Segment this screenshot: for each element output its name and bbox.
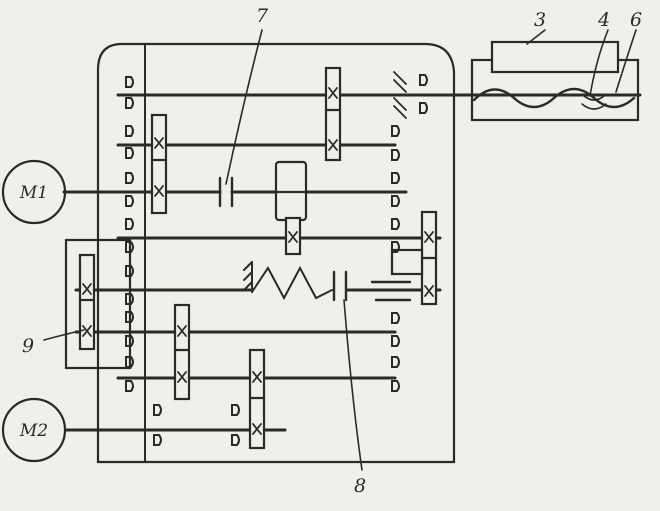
bearing-symbol: [125, 147, 134, 159]
bearings: [125, 74, 428, 446]
gearbox-housing: [96, 42, 456, 464]
bearing-symbol: [125, 172, 134, 184]
bearing-symbol: [391, 241, 400, 253]
callout-7: 7: [256, 5, 269, 27]
bearing-symbol: [125, 293, 134, 305]
leader-lines: [43, 29, 637, 471]
bearing-symbol: [125, 241, 134, 253]
bearing-symbol: [391, 312, 400, 324]
motor-m2: [1, 397, 67, 463]
bearing-symbol: [153, 404, 162, 416]
bearing-symbol: [391, 380, 400, 392]
bearing-symbol: [125, 125, 134, 137]
callout-3: 3: [534, 9, 546, 31]
callout-8: 8: [354, 475, 366, 497]
bearing-symbol: [231, 434, 240, 446]
cam-unit: [470, 40, 640, 122]
gear-block-2: [150, 113, 168, 215]
callout-9: 9: [22, 335, 34, 357]
bearing-symbol: [125, 311, 134, 323]
gear-marks: [82, 87, 434, 435]
bearing-symbol: [125, 76, 134, 88]
bearing-symbol: [125, 195, 134, 207]
bearing-symbol: [391, 356, 400, 368]
bearing-symbol: [125, 265, 134, 277]
bearing-symbol: [125, 356, 134, 368]
bearing-symbol: [391, 335, 400, 347]
bearing-symbol: [391, 149, 400, 161]
gear-block-1: [324, 66, 342, 162]
bearing-symbol: [125, 218, 134, 230]
bearing-symbol: [391, 218, 400, 230]
callout-4: 4: [597, 9, 610, 31]
gear-block-4: [173, 303, 191, 401]
bearing-symbol: [419, 74, 428, 86]
bearing-symbol: [125, 335, 134, 347]
shafts: [62, 93, 642, 432]
bearing-symbol: [419, 102, 428, 114]
bearing-symbol: [153, 434, 162, 446]
motor-m1: [1, 159, 67, 225]
clutch-8: [332, 270, 348, 302]
gear-block-3: [390, 210, 438, 306]
bearing-symbol: [391, 172, 400, 184]
bearing-symbol: [125, 97, 134, 109]
bearing-symbol: [391, 125, 400, 137]
callout-6: 6: [630, 9, 642, 31]
bearing-symbol: [231, 404, 240, 416]
spring: [243, 261, 333, 301]
motor-m2-label: M2: [19, 421, 48, 441]
shift-fork: [370, 280, 412, 302]
gear-block-5: [248, 348, 266, 450]
bearing-symbol: [391, 195, 400, 207]
worm-thread: [393, 71, 407, 119]
clutch-7: [218, 176, 234, 208]
bearing-symbol: [125, 380, 134, 392]
motor-m1-label: M1: [19, 183, 48, 203]
